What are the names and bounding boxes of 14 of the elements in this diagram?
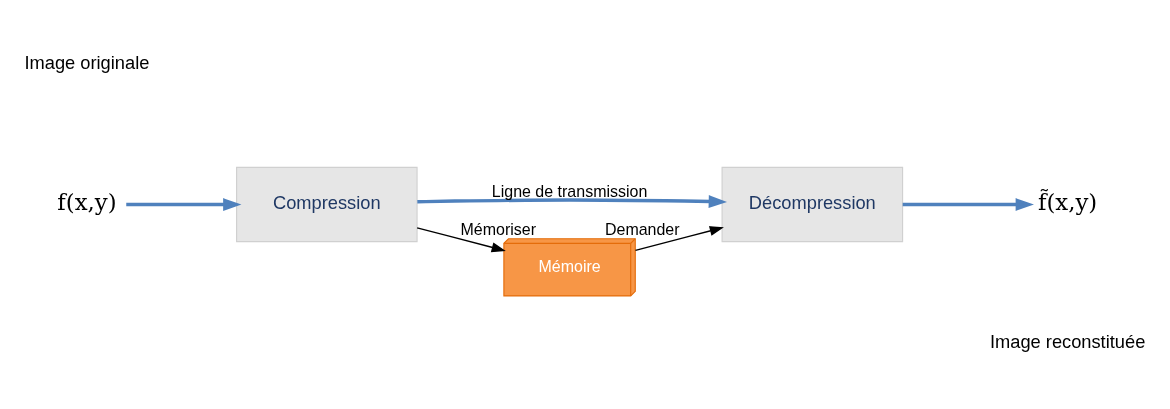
node-text: f̃(x,y)	[1038, 189, 1098, 216]
arrow	[902, 198, 1034, 211]
arrow	[126, 198, 242, 211]
arrow	[416, 227, 506, 253]
node-text: f(x,y)	[57, 189, 117, 216]
node-box: Décompression	[721, 166, 904, 243]
label: Image reconstituée	[989, 331, 1146, 353]
arrow	[634, 226, 724, 252]
edge-label: Ligne de transmission	[491, 182, 648, 200]
arrow	[417, 195, 727, 208]
label: Image originale	[24, 52, 150, 74]
edge-label: Mémoriser	[460, 220, 537, 238]
node-box: Compression	[236, 166, 418, 243]
edge-label: Demander	[604, 220, 680, 238]
